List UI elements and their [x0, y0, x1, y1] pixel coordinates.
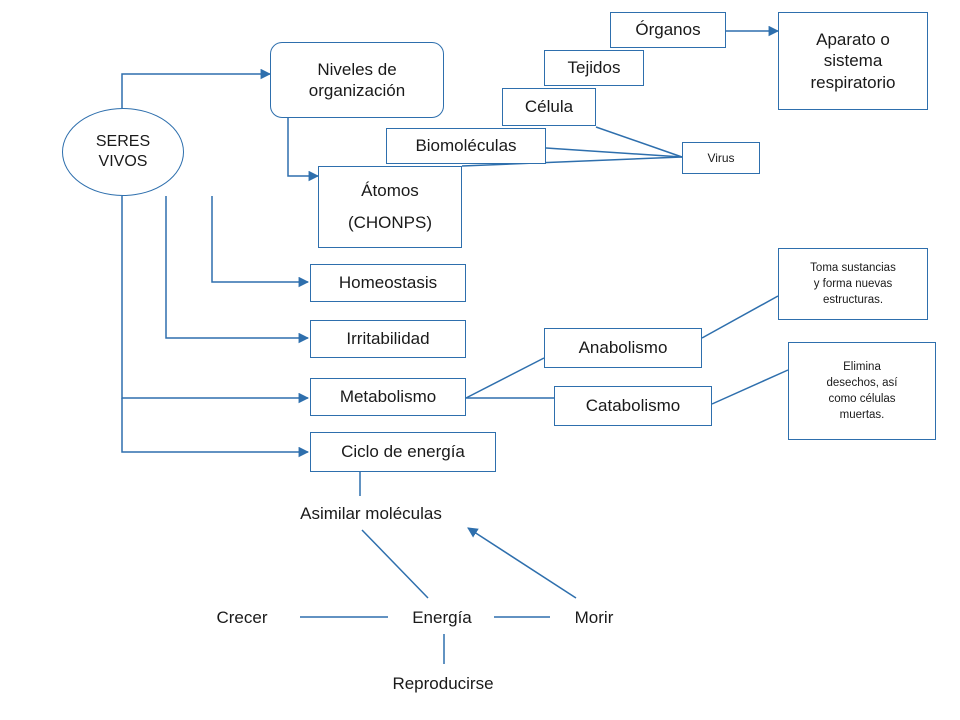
irritabilidad-label: Irritabilidad — [346, 329, 430, 349]
aparato-line2: sistema — [823, 51, 883, 71]
edge-metabolismo-anabolismo — [465, 357, 545, 399]
organos-label: Órganos — [635, 20, 701, 40]
elimina-line3: como células — [828, 393, 896, 405]
catabolismo-label: Catabolismo — [585, 396, 681, 416]
node-niveles-organizacion: Niveles de organización — [270, 42, 444, 118]
atomos-line1: Átomos — [361, 180, 419, 200]
toma-line3: estructuras. — [822, 294, 884, 307]
tejidos-label: Tejidos — [567, 58, 621, 78]
edge-seres-irritabilidad — [165, 196, 310, 344]
edge-seres-homeostasis — [211, 196, 310, 288]
node-organos: Órganos — [610, 12, 726, 48]
virus-label: Virus — [707, 150, 735, 165]
edge-morir-asimilar — [467, 527, 577, 599]
node-aparato-respiratorio: Aparato o sistema respiratorio — [778, 12, 928, 110]
node-anabolismo: Anabolismo — [544, 328, 702, 368]
edge-catabolismo-elimina — [711, 369, 789, 405]
node-virus: Virus — [682, 142, 760, 174]
atomos-line2: (CHONPS) — [347, 213, 433, 232]
elimina-line4: muertas. — [839, 409, 885, 422]
label-morir: Morir — [574, 608, 614, 627]
edge-seres-metabolismo — [121, 196, 310, 404]
edge-atomos-virus — [461, 156, 683, 167]
node-seres-vivos: SERES VIVOS — [62, 108, 184, 196]
edge-biomoleculas-virus — [545, 147, 683, 158]
edge-niveles-atomos — [287, 118, 320, 182]
node-metabolismo: Metabolismo — [310, 378, 466, 416]
seres-vivos-line1: SERES — [95, 133, 151, 150]
label-asimilar-moleculas: Asimilar moléculas — [300, 504, 442, 523]
homeostasis-label: Homeostasis — [338, 273, 438, 293]
anabolismo-label: Anabolismo — [578, 338, 668, 358]
edge-asimilar-energia — [361, 529, 429, 599]
niveles-line1: Niveles de — [317, 59, 397, 79]
node-toma-sustancias: Toma sustancias y forma nuevas estructur… — [778, 248, 928, 320]
ciclo-energia-label: Ciclo de energía — [341, 442, 465, 462]
node-celula: Célula — [502, 88, 596, 126]
aparato-line3: respiratorio — [810, 72, 896, 92]
edge-seres-ciclo — [121, 398, 310, 458]
toma-line1: Toma sustancias — [810, 261, 896, 274]
node-biomoleculas: Biomoléculas — [386, 128, 546, 164]
edge-celula-virus — [595, 126, 683, 158]
node-ciclo-energia: Ciclo de energía — [310, 432, 496, 472]
aparato-line1: Aparato o — [816, 30, 890, 50]
edge-anabolismo-toma — [701, 295, 779, 339]
metabolismo-label: Metabolismo — [339, 387, 437, 407]
celula-label: Célula — [524, 97, 574, 117]
node-irritabilidad: Irritabilidad — [310, 320, 466, 358]
seres-vivos-line2: VIVOS — [98, 153, 148, 170]
node-homeostasis: Homeostasis — [310, 264, 466, 302]
elimina-line1: Elimina — [843, 360, 881, 373]
label-energia: Energía — [412, 608, 472, 627]
label-crecer: Crecer — [216, 608, 268, 627]
node-elimina-desechos: Elimina desechos, así como células muert… — [788, 342, 936, 440]
node-tejidos: Tejidos — [544, 50, 644, 86]
elimina-line2: desechos, así — [826, 376, 898, 389]
toma-line2: y forma nuevas — [813, 277, 893, 290]
node-atomos: Átomos (CHONPS) — [318, 166, 462, 248]
niveles-line2: organización — [308, 81, 406, 100]
biomoleculas-label: Biomoléculas — [415, 136, 517, 156]
node-catabolismo: Catabolismo — [554, 386, 712, 426]
edge-seres-niveles — [121, 68, 272, 108]
label-reproducirse: Reproducirse — [392, 674, 494, 693]
